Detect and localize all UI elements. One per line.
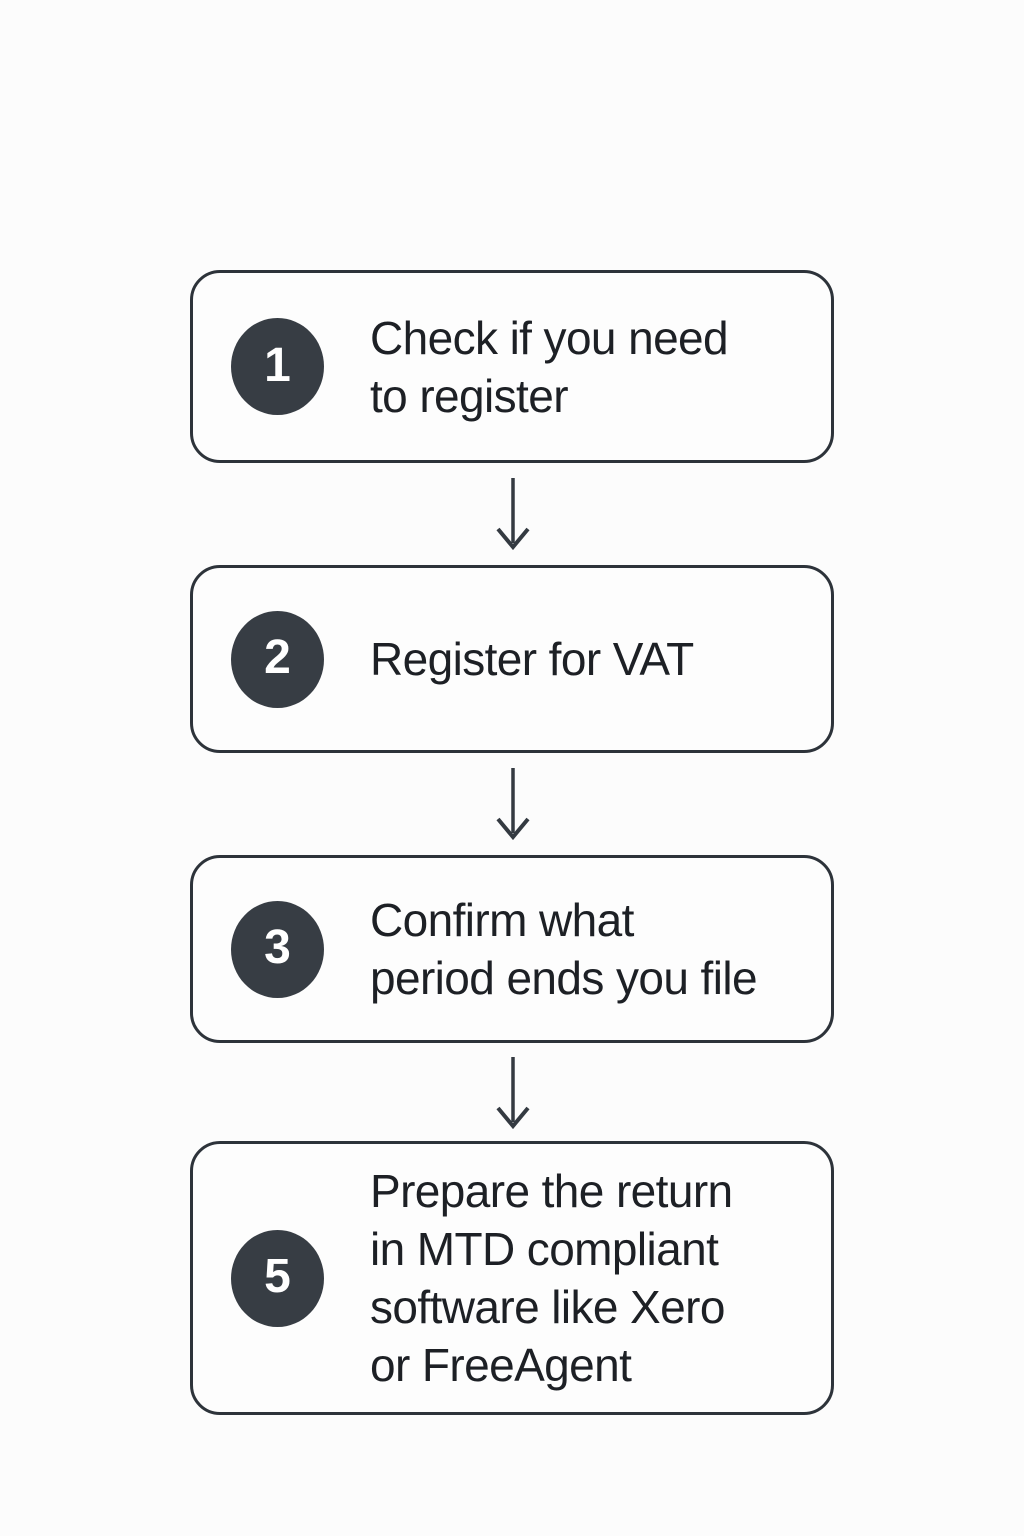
step-number: 3 (264, 921, 291, 974)
step-card-3: 3 Confirm what period ends you file (190, 855, 834, 1043)
step-number: 1 (264, 338, 291, 392)
step-number-badge: 2 (231, 610, 324, 708)
step-number: 2 (264, 631, 291, 684)
step-number-badge: 3 (231, 900, 324, 998)
arrow-down-icon (495, 1056, 531, 1130)
step-label: Confirm what period ends you file (370, 894, 758, 1004)
step-label: Prepare the return in MTD compliant soft… (370, 1165, 733, 1391)
step-card-2: 2 Register for VAT (190, 565, 834, 753)
arrow-down-icon (495, 477, 531, 551)
step-card-5: 5 Prepare the return in MTD compliant so… (190, 1141, 834, 1415)
step-label: Register for VAT (370, 633, 694, 685)
step-number-badge: 5 (231, 1229, 324, 1327)
step-number-badge: 1 (231, 318, 324, 415)
step-label: Check if you need to register (370, 311, 729, 422)
arrow-down-icon (495, 767, 531, 841)
step-card-1: 1 Check if you need to register (190, 270, 834, 463)
step-number: 5 (264, 1250, 291, 1303)
